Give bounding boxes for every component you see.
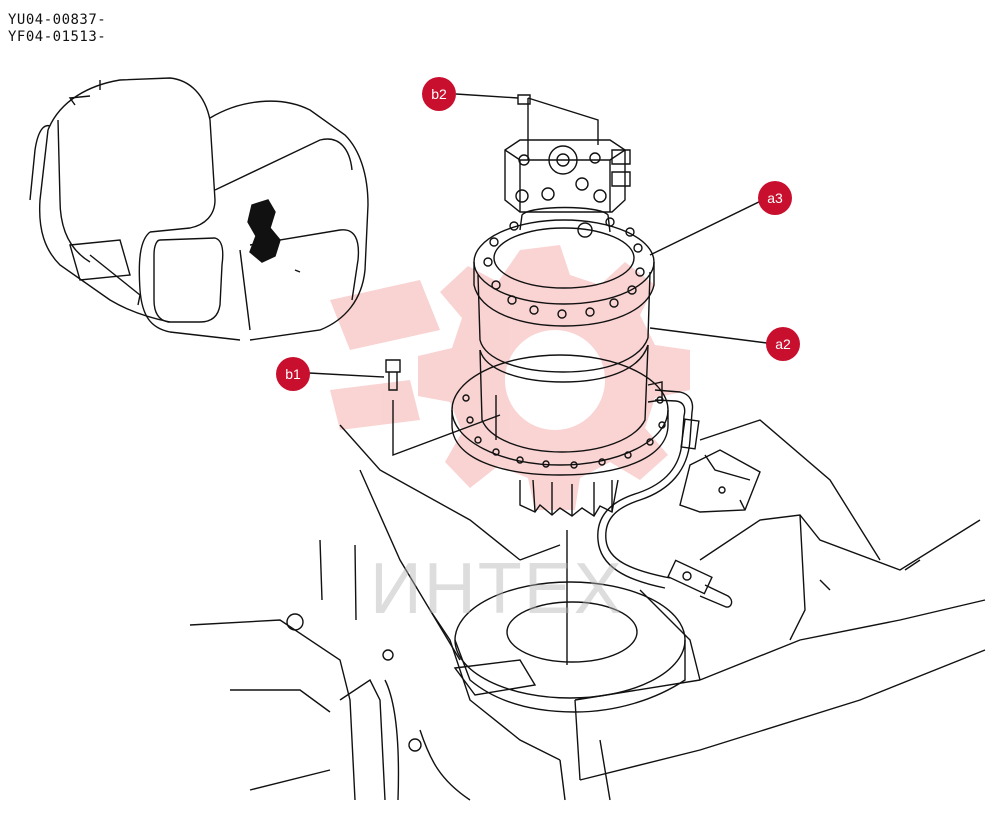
- callout-b1: b1: [276, 357, 310, 391]
- excavator-cab: [30, 78, 368, 340]
- watermark-text: ИНТЕХ: [370, 549, 624, 629]
- line-art: [30, 78, 985, 800]
- swing-motor: [386, 95, 668, 665]
- watermark-logo: [330, 245, 690, 510]
- callout-a3: a3: [758, 181, 792, 215]
- serial-number-1: YU04-00837-: [8, 12, 107, 28]
- location-marker: [248, 200, 280, 262]
- callout-b2: b2: [422, 77, 456, 111]
- leader-lines: [309, 94, 767, 377]
- swing-ring: [455, 582, 685, 712]
- hydraulic-hose: [598, 390, 732, 607]
- hose-bracket: [680, 450, 760, 512]
- serial-number-2: YF04-01513-: [8, 29, 107, 45]
- callout-a2: a2: [766, 327, 800, 361]
